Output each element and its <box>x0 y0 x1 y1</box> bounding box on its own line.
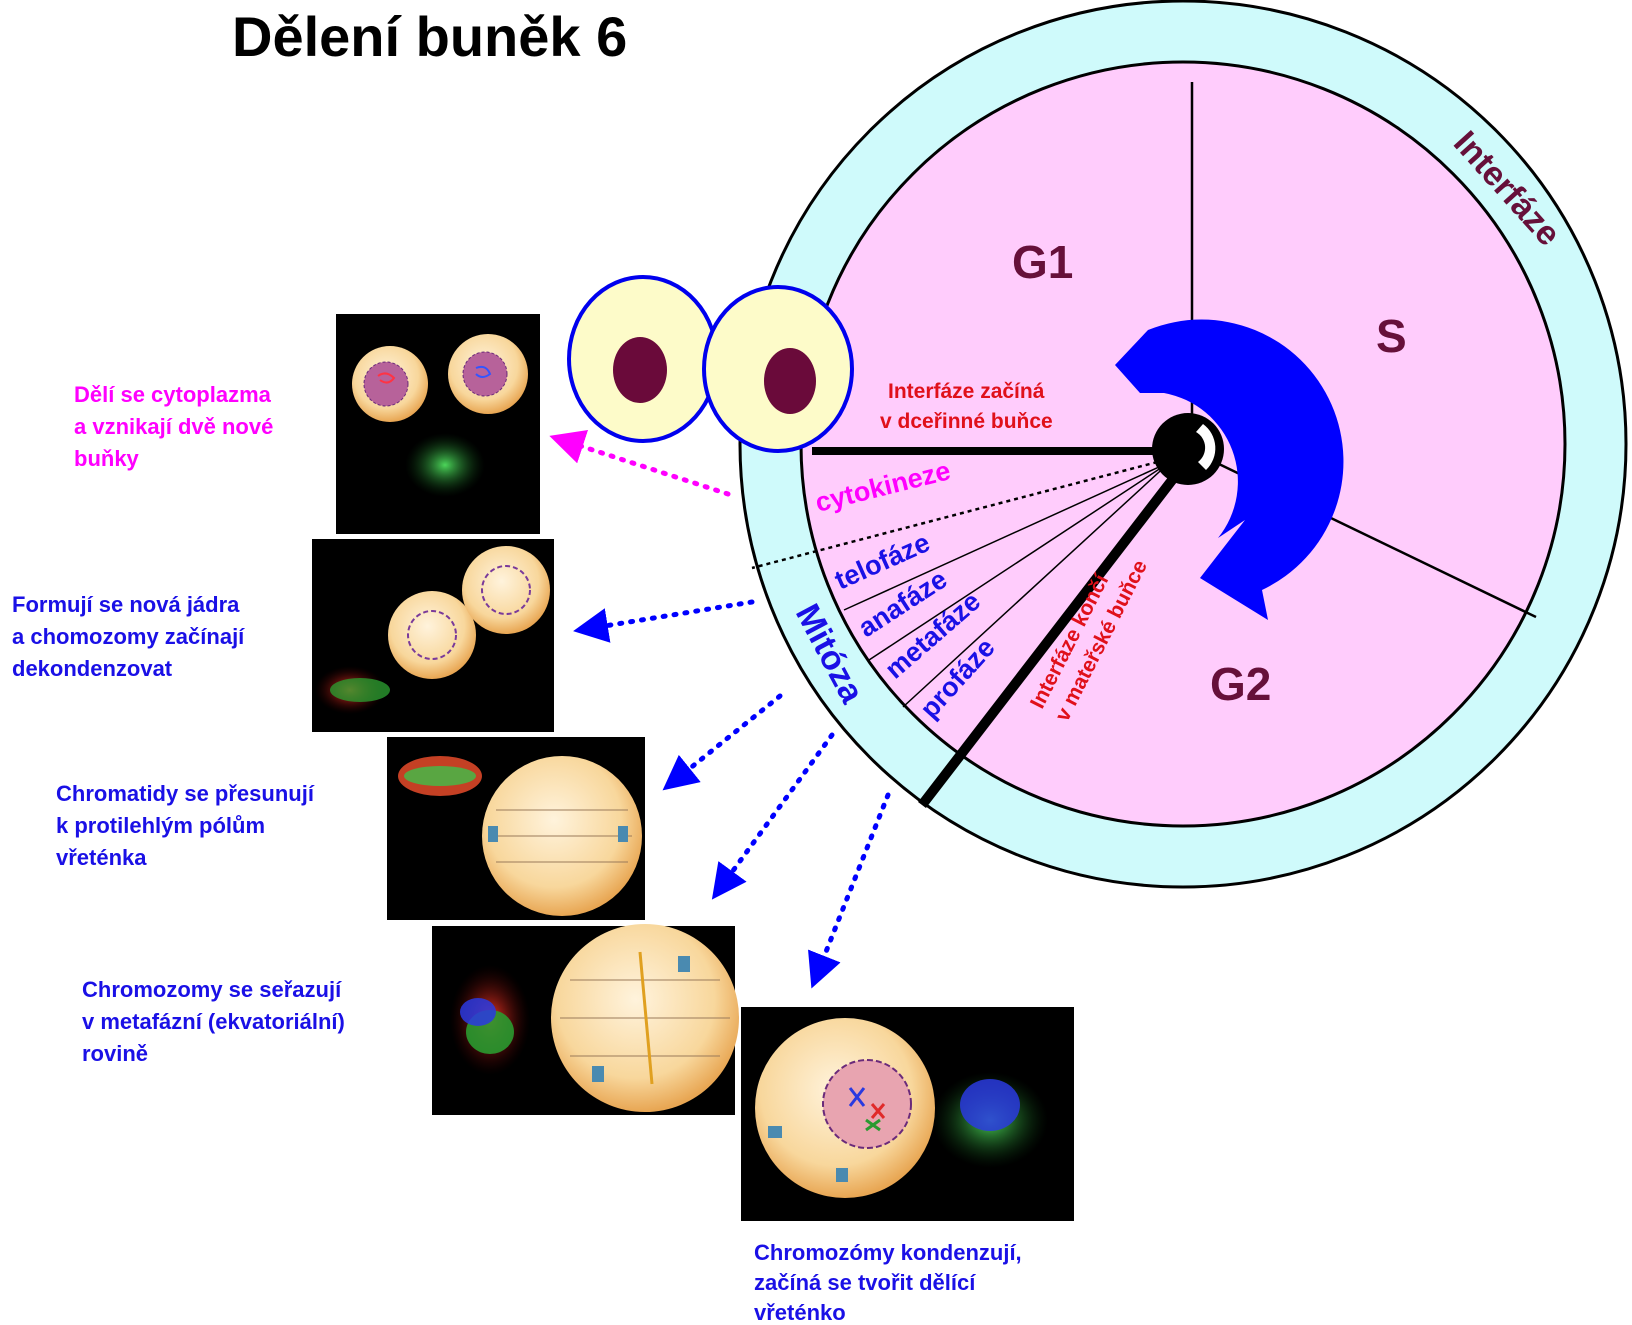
phase-g2-label: G2 <box>1210 658 1271 710</box>
cytokinesis-caption: Dělí se cytoplazma a vznikají dvě nové b… <box>74 382 273 471</box>
phase-g1-label: G1 <box>1012 236 1073 288</box>
anaphase-arrow <box>668 696 780 786</box>
telophase-caption: Formují se nová jádra a chomozomy začína… <box>12 592 245 681</box>
svg-text:Chromozomy se seřazují: Chromozomy se seřazují <box>82 977 342 1002</box>
svg-text:v dceřinné buňce: v dceřinné buňce <box>880 410 1053 433</box>
svg-text:Dělí se cytoplazma: Dělí se cytoplazma <box>74 382 272 407</box>
prophase-arrow <box>814 795 888 982</box>
metaphase-image <box>432 924 739 1115</box>
phase-s-label: S <box>1376 310 1407 362</box>
telophase-image <box>312 539 554 732</box>
svg-text:Interfáze začíná: Interfáze začíná <box>888 380 1045 403</box>
anaphase-image <box>387 737 645 920</box>
svg-text:vřeténko: vřeténko <box>754 1300 846 1325</box>
svg-text:vřeténka: vřeténka <box>56 845 147 870</box>
cytokinesis-arrow <box>556 438 728 494</box>
svg-text:začíná se tvořit dělící: začíná se tvořit dělící <box>754 1270 976 1295</box>
svg-text:Chromatidy se přesunují: Chromatidy se přesunují <box>56 781 315 806</box>
svg-text:rovině: rovině <box>82 1041 148 1066</box>
svg-text:a vznikají dvě nové: a vznikají dvě nové <box>74 414 273 439</box>
svg-text:Formují se nová jádra: Formují se nová jádra <box>12 592 240 617</box>
daughter-cells-icon <box>569 277 852 451</box>
anaphase-caption: Chromatidy se přesunují k protilehlým pó… <box>56 781 315 870</box>
svg-text:v metafázní (ekvatoriální): v metafázní (ekvatoriální) <box>82 1009 345 1034</box>
svg-text:Chromozómy kondenzují,: Chromozómy kondenzují, <box>754 1240 1022 1265</box>
svg-text:k protilehlým pólům: k protilehlým pólům <box>56 813 265 838</box>
page-title: Dělení buněk 6 <box>232 5 627 68</box>
svg-text:buňky: buňky <box>74 446 140 471</box>
telophase-arrow <box>580 602 752 630</box>
svg-text:dekondenzovat: dekondenzovat <box>12 656 173 681</box>
cytokinesis-image <box>336 314 540 534</box>
metaphase-caption: Chromozomy se seřazují v metafázní (ekva… <box>82 977 345 1066</box>
metaphase-arrow <box>716 735 832 894</box>
prophase-caption: Chromozómy kondenzují, začíná se tvořit … <box>754 1240 1022 1325</box>
svg-text:a chomozomy začínají: a chomozomy začínají <box>12 624 245 649</box>
prophase-image <box>741 1007 1074 1221</box>
